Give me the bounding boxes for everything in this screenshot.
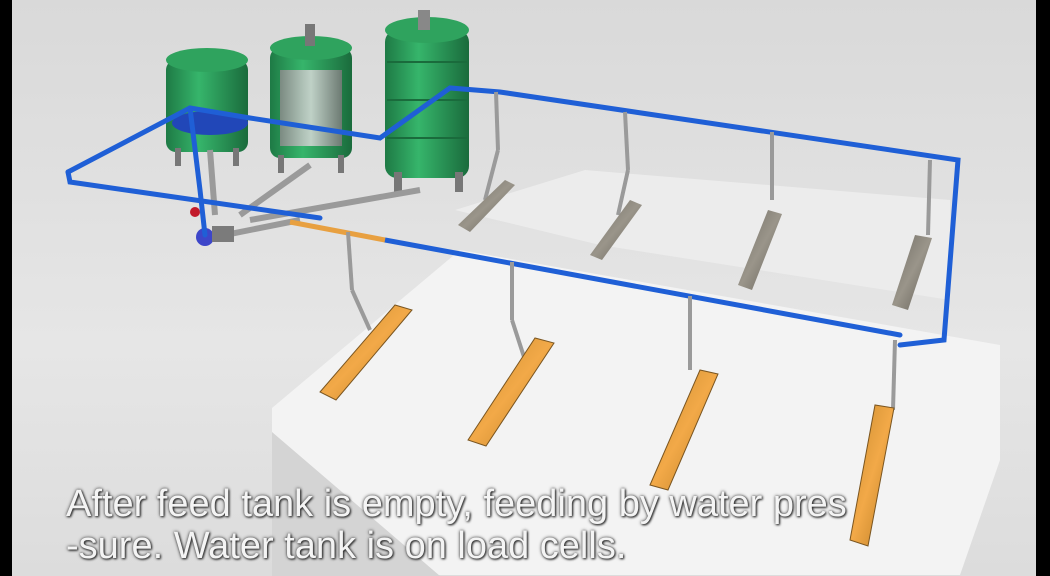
- water-pipe-loop: [65, 85, 961, 348]
- front-platform: [272, 250, 1000, 575]
- back-platform: [455, 170, 950, 300]
- front-trough: [319, 231, 413, 401]
- back-trough: [738, 132, 782, 290]
- letterbox-left: [0, 0, 12, 576]
- feed-tank-2: [270, 24, 352, 173]
- feed-pipe-segment: [289, 219, 386, 243]
- back-trough: [590, 111, 642, 260]
- front-troughs: [319, 231, 897, 547]
- front-trough: [467, 262, 555, 447]
- subtitle-line-1: After feed tank is empty, feeding by wat…: [66, 483, 847, 525]
- water-tank: [385, 10, 469, 192]
- front-trough: [649, 296, 719, 491]
- back-trough: [458, 91, 515, 232]
- front-platform-edge: [272, 408, 440, 576]
- feed-tank-1: [166, 48, 248, 166]
- subtitle-line-2: -sure. Water tank is on load cells.: [66, 525, 627, 567]
- back-trough: [892, 159, 932, 310]
- front-trough: [849, 339, 897, 547]
- back-troughs: [458, 91, 932, 310]
- letterbox-right: [1036, 0, 1050, 576]
